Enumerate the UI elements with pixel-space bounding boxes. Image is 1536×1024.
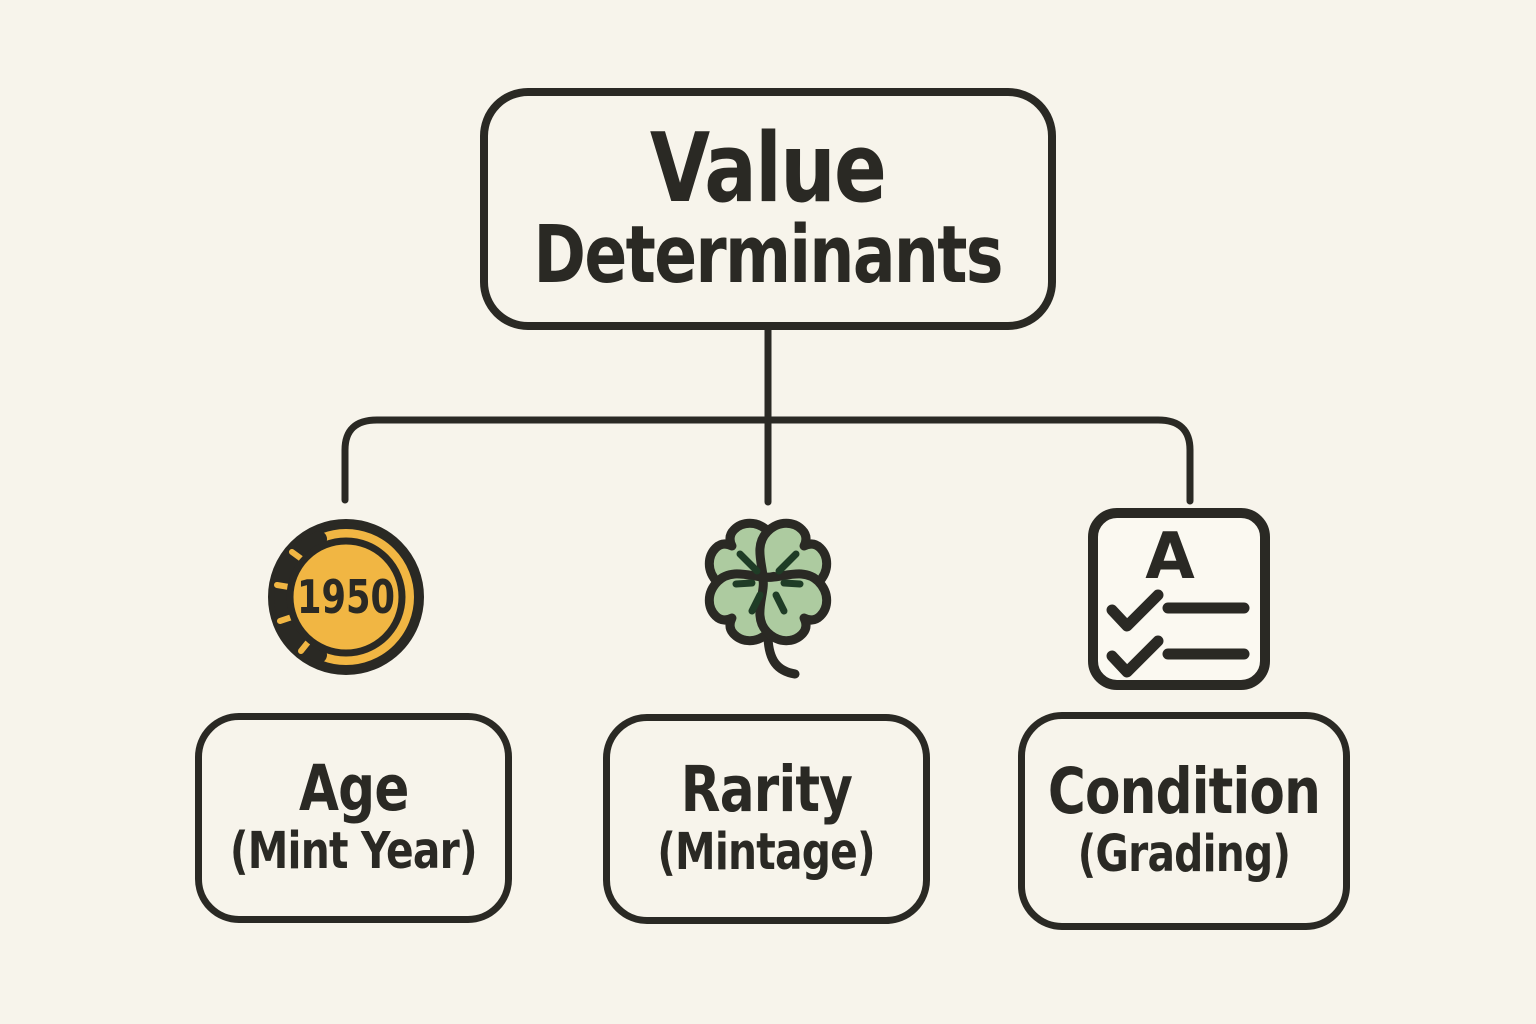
branch-sublabel-age: (Mint Year): [230, 822, 478, 882]
grading-checklist-icon: A: [1088, 508, 1270, 690]
checkmark-row2: [1106, 635, 1164, 678]
root-title-line2: Determinants: [533, 209, 1004, 302]
branch-label-age: Age: [298, 752, 409, 826]
clover-stem: [763, 633, 800, 679]
branch-label-rarity: Rarity: [680, 753, 853, 827]
branch-node-age: Age (Mint Year): [195, 713, 512, 923]
checkmark-row1: [1106, 589, 1164, 632]
coin-year-text: 1950: [297, 570, 395, 624]
branch-node-rarity: Rarity (Mintage): [603, 714, 930, 924]
branch-node-condition: Condition (Grading): [1018, 712, 1350, 930]
root-title-line1: Value: [650, 113, 887, 224]
coin-1950-icon: 1950: [268, 519, 424, 675]
root-node-value-determinants: Value Determinants: [480, 88, 1056, 330]
grade-letter-text: A: [1145, 520, 1195, 594]
four-leaf-clover-icon: [693, 510, 843, 679]
branch-sublabel-condition: (Grading): [1077, 825, 1291, 885]
branch-label-condition: Condition: [1047, 755, 1321, 829]
branch-sublabel-rarity: (Mintage): [657, 823, 876, 883]
connector-branches: [341, 416, 1194, 505]
clover-veins: [732, 550, 804, 615]
